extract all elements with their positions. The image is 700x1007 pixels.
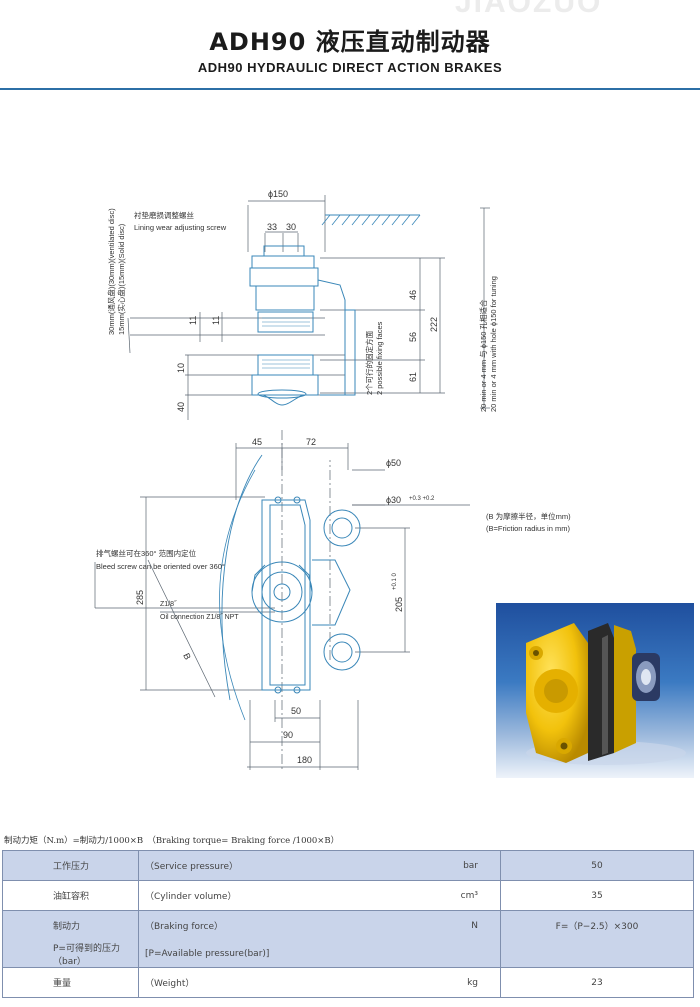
row-unit <box>394 940 501 968</box>
hole-note-en: 20 min or 4 mm with hole ϕ150 for tuning <box>489 276 498 412</box>
row-label-en: （Weight） <box>138 967 395 998</box>
table-row: 油缸容积 （Cylinder volume） cm³ 35 <box>2 880 694 911</box>
table-row: P=可得到的压力（bar） [P=Available pressure(bar)… <box>2 940 694 968</box>
row-value: 50 <box>500 850 694 881</box>
brake-photo <box>496 603 694 778</box>
disc-label-cn: 30mm(通风盘)(30mm)(ventilated disc) <box>106 208 116 335</box>
technical-drawing: ϕ150 33 30 衬垫磨损调整螺丝 Lining wear adjustin… <box>94 189 571 770</box>
dim-285: 285 <box>135 590 145 605</box>
dim-B: B <box>181 651 193 661</box>
disc-label-en: 15mm(实心盘)(15mm)(Solid disc) <box>116 223 126 335</box>
row-label-cn: 油缸容积 <box>2 880 139 911</box>
row-label-cn: P=可得到的压力（bar） <box>2 940 139 968</box>
fix-faces-cn: 2个可行的固定方面 <box>364 330 374 395</box>
row-unit: cm³ <box>394 880 501 911</box>
dim-205: 205 <box>394 597 404 612</box>
tol-phi30: +0.3 +0.2 <box>409 496 435 502</box>
page-subtitle: ADH90 HYDRAULIC DIRECT ACTION BRAKES <box>197 60 503 75</box>
row-unit: N <box>394 910 501 941</box>
lining-label-en: Lining wear adjusting screw <box>134 223 227 232</box>
bleed-note-en: Bleed screw can be oriented over 360° <box>96 562 225 571</box>
dim-61: 61 <box>408 372 418 382</box>
oil-connection-label: Oil connection Z1/8˝ NPT <box>160 613 239 621</box>
dim-50: 50 <box>291 706 301 716</box>
b-note-en: (B=Friction radius in mm) <box>486 524 570 533</box>
row-label-en: （Braking force） <box>138 910 395 941</box>
dim-phi50: ϕ50 <box>386 458 401 468</box>
row-value <box>500 940 694 968</box>
row-value: 35 <box>500 880 694 911</box>
row-value: 23 <box>500 967 694 998</box>
row-value: F=（P−2.5）×300 <box>500 910 694 941</box>
dim-45: 45 <box>252 437 262 447</box>
dim-180: 180 <box>297 755 312 765</box>
watermark: JIAOZUO <box>455 0 603 19</box>
dim-40: 40 <box>176 402 186 412</box>
table-row: 制动力 （Braking force） N F=（P−2.5）×300 <box>2 910 694 941</box>
row-label-cn: 制动力 <box>2 910 139 941</box>
dim-30: 30 <box>286 222 296 232</box>
tol-205: +0.1 0 <box>392 572 398 590</box>
page-title: ADH90 液压直动制动器 <box>209 28 491 56</box>
fix-faces-en: 2 possible fixing faces <box>375 321 384 395</box>
formula-note: 制动力矩（N.m）=制动力/1000×B （Braking torque= Br… <box>4 836 340 846</box>
dim-11a: 11 <box>188 316 198 325</box>
row-label-en: [P=Available pressure(bar)] <box>138 940 395 968</box>
spec-table: 工作压力 （Service pressure） bar 50 油缸容积 （Cyl… <box>2 850 694 998</box>
row-label-cn: 重量 <box>2 967 139 998</box>
z18-label: Z1/8˝ <box>160 600 177 608</box>
row-label-en: （Cylinder volume） <box>138 880 395 911</box>
row-unit: kg <box>394 967 501 998</box>
hole-note-cn: 20 min or 4 mm 与 ϕ150 孔相适合 <box>478 299 488 412</box>
dim-72: 72 <box>306 437 316 447</box>
dim-90: 90 <box>283 730 293 740</box>
b-note-cn: (B 为摩擦半径，单位mm) <box>486 511 571 521</box>
dim-56: 56 <box>408 332 418 342</box>
row-unit: bar <box>394 850 501 881</box>
table-row: 工作压力 （Service pressure） bar 50 <box>2 850 694 881</box>
dim-10: 10 <box>176 363 186 373</box>
dim-11b: 11 <box>211 316 221 325</box>
dim-222: 222 <box>429 317 439 332</box>
dim-phi30: ϕ30 <box>386 495 401 505</box>
header-rule <box>0 88 700 90</box>
dim-33: 33 <box>267 222 277 232</box>
dim-phi150: ϕ150 <box>268 189 288 199</box>
row-label-cn: 工作压力 <box>2 850 139 881</box>
table-row: 重量 （Weight） kg 23 <box>2 967 694 998</box>
dim-46: 46 <box>408 290 418 300</box>
row-label-en: （Service pressure） <box>138 850 395 881</box>
lining-label-cn: 衬垫磨损调整螺丝 <box>134 210 194 220</box>
bleed-note-cn: 排气螺丝可在360° 范围内定位 <box>96 548 197 558</box>
